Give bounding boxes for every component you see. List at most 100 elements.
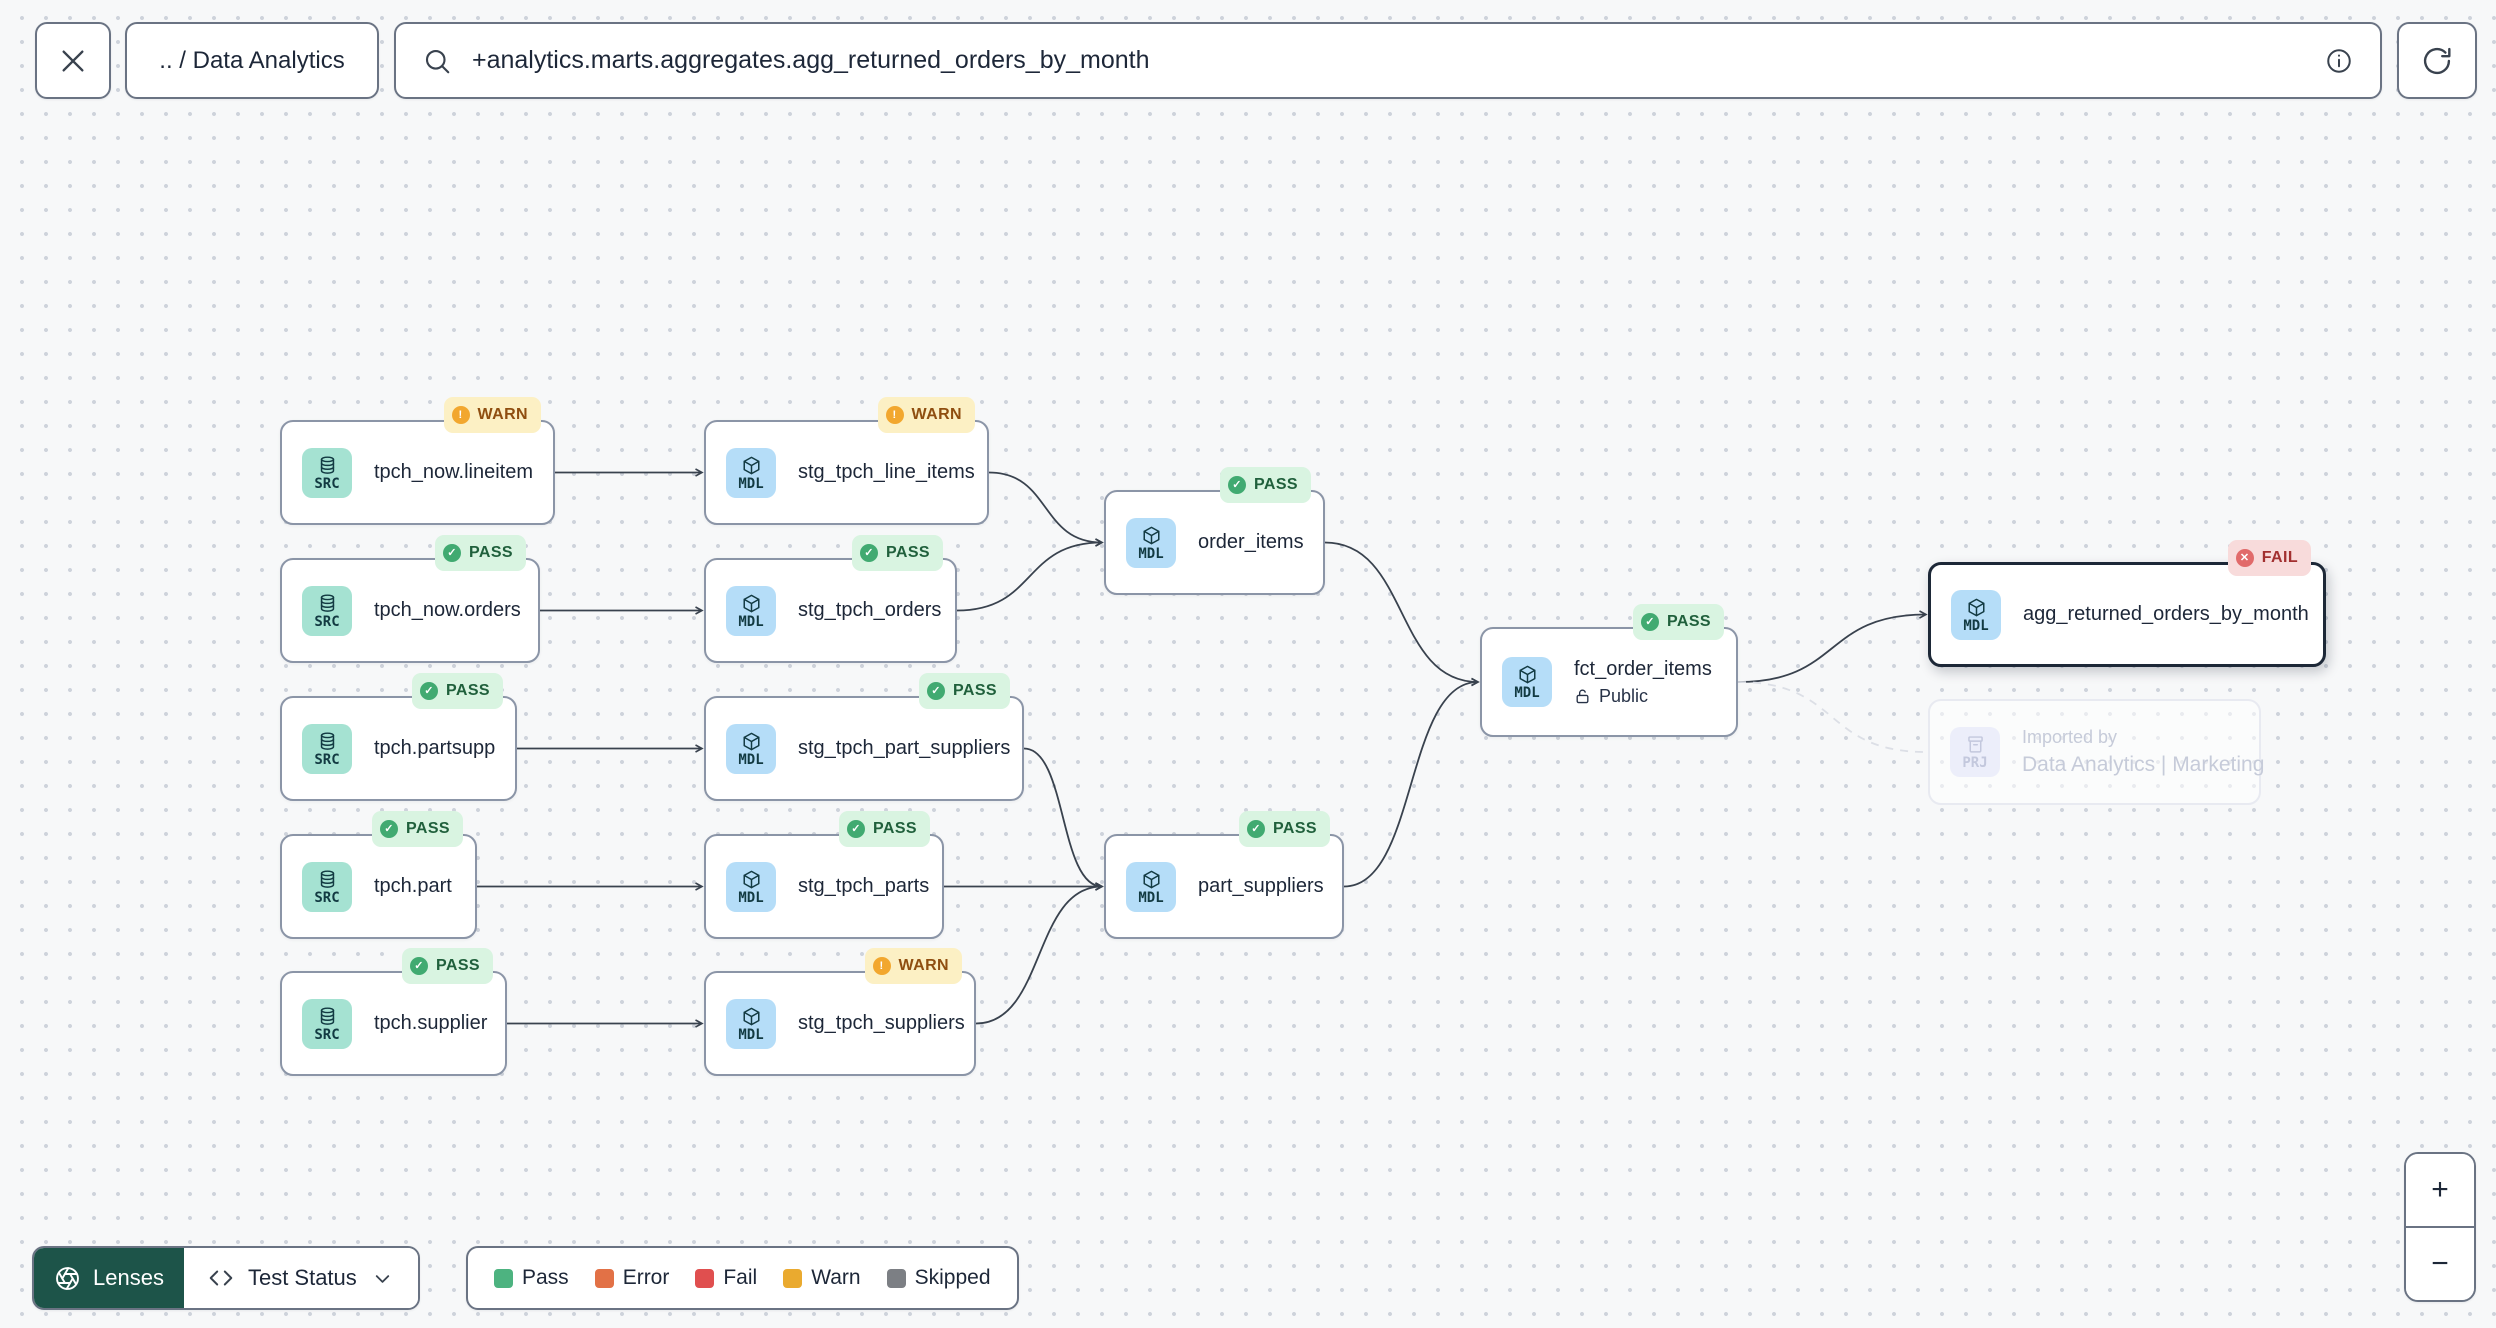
legend-swatch-warn [783,1268,803,1288]
legend-item-error: Error [594,1266,670,1290]
node-label: tpch.partsupp [374,737,496,759]
zoom-in-button[interactable]: + [2406,1154,2474,1226]
search-input[interactable] [470,45,2306,76]
pass-icon: ✓ [860,544,879,562]
status-badge-label: PASS [469,544,513,561]
legend-item-skipped: Skipped [886,1266,991,1290]
node-label: Data Analytics | Marketing [2022,753,2265,776]
node-part_suppliers[interactable]: MDL part_suppliers ✓PASS [1104,811,1344,939]
pass-icon: ✓ [1247,820,1266,838]
node-tpch_now.lineitem[interactable]: SRC tpch_now.lineitem !WARN [280,397,555,525]
status-badge-label: FAIL [2261,549,2298,566]
refresh-icon [2420,44,2454,78]
node-stg_tpch_orders[interactable]: MDL stg_tpch_orders ✓ PASS [704,535,957,663]
status-badge-warn: !WARN [443,397,541,433]
zoom-controls: + − [2404,1152,2476,1302]
warn-icon: ! [885,406,904,424]
status-badge-label: PASS [886,544,930,561]
chevron-down-icon [371,1267,394,1290]
database-icon: SRC [302,723,352,774]
database-icon: SRC [302,447,352,498]
node-label: stg_tpch_suppliers [798,1012,965,1034]
edge [1324,541,1480,687]
status-badge-pass: ✓ PASS [435,535,526,571]
edge [956,538,1104,612]
status-badge-label: WARN [898,957,949,974]
breadcrumb[interactable]: .. / Data Analytics [125,22,379,99]
node-label: tpch_now.orders [374,599,521,621]
status-badge-label: PASS [1254,476,1298,493]
legend-label: Pass [522,1266,569,1289]
warn-icon: ! [872,957,891,975]
cube-icon: MDL [726,447,776,498]
cube-icon: MDL [1951,589,2001,640]
close-button[interactable] [35,22,111,99]
cube-icon: MDL [1502,657,1552,707]
node-type-tag: MDL [738,475,764,492]
node-type-tag: MDL [1138,545,1164,562]
node-label: stg_tpch_orders [798,599,942,621]
legend-label: Warn [811,1266,861,1289]
zoom-out-button[interactable]: − [2406,1228,2474,1300]
node-type-tag: MDL [738,751,764,768]
lenses-label: Lenses [93,1265,164,1290]
node-label: tpch.supplier [374,1012,488,1034]
edge [1737,610,1928,683]
status-badge-pass: ✓ PASS [1633,604,1724,640]
cube-icon: MDL [1126,517,1176,568]
edge [1023,747,1104,891]
legend-swatch-skipped [886,1268,906,1288]
node-label: stg_tpch_parts [798,875,930,897]
status-badge-pass: ✓ PASS [1220,467,1311,503]
node-label: part_suppliers [1198,875,1324,897]
status-badge-warn: !WARN [877,397,975,433]
breadcrumb-label: .. / Data Analytics [159,46,345,74]
cube-icon: MDL [726,723,776,774]
status-badge-label: PASS [873,820,917,837]
pass-icon: ✓ [443,544,462,562]
info-icon[interactable] [2324,46,2354,76]
lens-dropdown[interactable]: Test Status [183,1248,418,1308]
project-icon: PRJ [1950,727,2000,777]
imported-by-label: Imported by [2022,727,2118,747]
lenses-button[interactable]: Lenses [34,1248,184,1308]
node-label: order_items [1198,531,1304,553]
pass-icon: ✓ [1641,613,1660,631]
node-label: tpch_now.lineitem [374,461,533,483]
pass-icon: ✓ [927,682,946,700]
pass-icon: ✓ [380,820,399,838]
database-icon: SRC [302,861,352,912]
legend-label: Error [622,1266,670,1289]
zoom-divider [2406,1226,2474,1228]
legend-swatch-error [594,1268,614,1288]
node-type-tag: MDL [1514,685,1540,701]
node-type-tag: MDL [738,613,764,630]
search-icon [422,46,452,76]
node-imported_project: PRJ Imported by Data Analytics | Marketing [1928,699,2265,805]
edge [975,882,1104,1025]
refresh-button[interactable] [2397,22,2477,99]
node-label: tpch.part [374,875,452,897]
edge [988,471,1104,547]
status-badge-label: PASS [1667,613,1711,630]
status-badge-pass: ✓PASS [1239,811,1330,847]
node-type-tag: SRC [314,751,340,768]
node-type-tag: MDL [738,889,764,906]
search-bar[interactable] [394,22,2382,99]
node-order_items[interactable]: MDL order_items ✓ PASS [1104,467,1325,595]
node-type-tag: MDL [1138,889,1164,906]
pass-icon: ✓ [1228,476,1247,494]
